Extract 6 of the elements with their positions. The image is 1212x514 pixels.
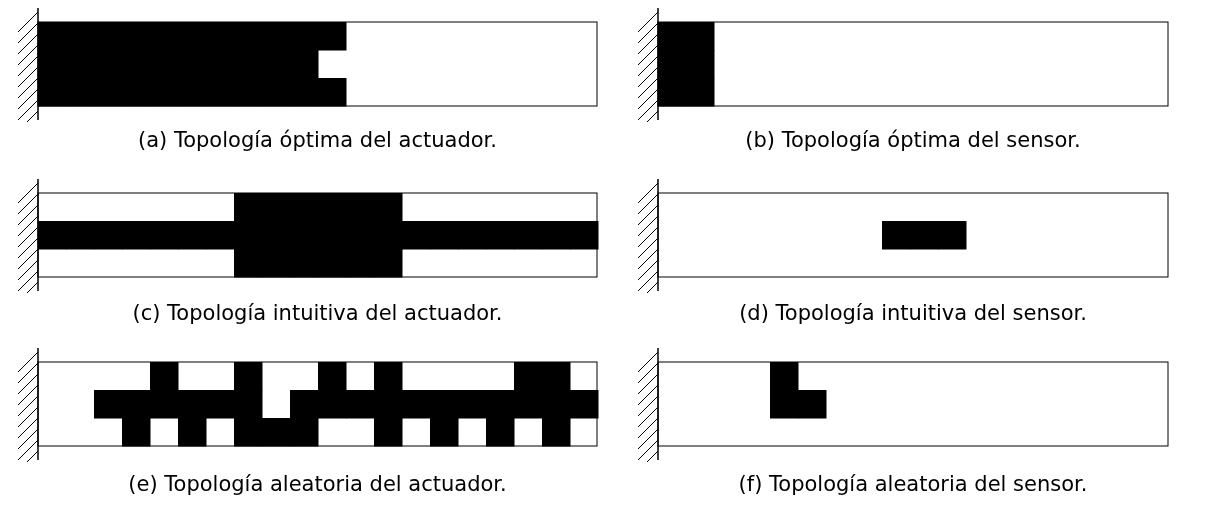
figure-caption: (f) Topología aleatoria del sensor. — [738, 472, 1088, 496]
figure-caption: (e) Topología aleatoria del actuador. — [128, 472, 507, 496]
figure-caption: (d) Topología intuitiva del sensor. — [739, 301, 1087, 325]
figure-caption: (c) Topología intuitiva del actuador. — [132, 301, 503, 325]
figure-caption: (a) Topología óptima del actuador. — [138, 128, 497, 152]
figure-caption: (b) Topología óptima del sensor. — [745, 128, 1081, 152]
